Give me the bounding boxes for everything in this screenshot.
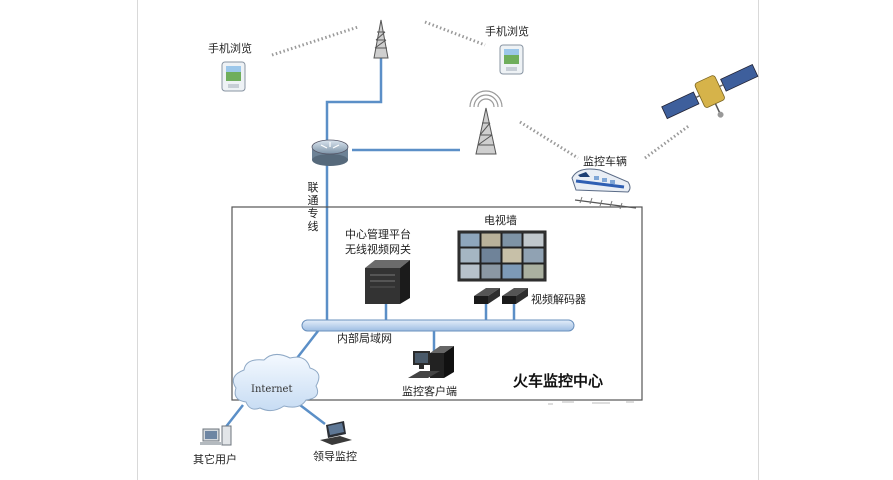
internet-cloud-icon: Internet — [232, 354, 320, 412]
center-platform-label-line1: 中心管理平台 — [345, 228, 411, 241]
center-platform-label-line2: 无线视频网关 — [345, 243, 411, 256]
other-users-label: 其它用户 — [193, 453, 237, 466]
wireless-links — [271, 20, 691, 160]
other-users-icon — [200, 425, 232, 446]
monitoring-center-box — [231, 206, 643, 401]
wireless-tower-icon — [469, 90, 503, 155]
video-wall-label: 电视墙 — [484, 214, 517, 227]
internet-to-leader-line — [299, 404, 326, 425]
left-border-line — [137, 0, 138, 480]
cell-tower-icon — [373, 19, 389, 59]
wireless-link-phone-left — [271, 25, 359, 57]
lan-label: 内部局域网 — [337, 332, 392, 345]
leader-laptop-icon — [320, 421, 352, 445]
right-border-line — [758, 0, 759, 480]
leader-monitor-label: 领导监控 — [313, 450, 357, 463]
phone-left-icon — [221, 61, 246, 92]
monitor-client-icon — [408, 346, 454, 378]
internet-label: Internet — [251, 384, 292, 395]
train-icon — [571, 168, 637, 210]
server-icon — [365, 260, 410, 304]
video-wall-icon — [457, 230, 547, 282]
video-decoder-2-icon — [502, 288, 528, 304]
router-icon — [311, 139, 349, 166]
decorative-dashes — [548, 401, 634, 405]
tower-to-router-line — [325, 55, 383, 140]
wireless-link-tower-vehicle — [519, 120, 579, 160]
phone-right-label: 手机浏览 — [485, 25, 529, 38]
video-decoder-label: 视频解码器 — [531, 293, 586, 306]
phone-left-label: 手机浏览 — [208, 42, 252, 55]
internet-to-other-users-line — [224, 404, 244, 429]
satellite-icon — [661, 63, 759, 120]
dedicated-line-label: 联通专线 — [307, 181, 319, 233]
vehicle-label: 监控车辆 — [583, 155, 627, 168]
lan-bus — [301, 319, 575, 332]
center-title: 火车监控中心 — [513, 372, 604, 390]
phone-right-icon — [499, 44, 524, 75]
wireless-link-satellite-vehicle — [644, 123, 691, 160]
wireless-link-phone-right — [424, 20, 486, 47]
monitor-client-label: 监控客户端 — [402, 385, 457, 398]
video-decoder-1-icon — [474, 288, 500, 304]
